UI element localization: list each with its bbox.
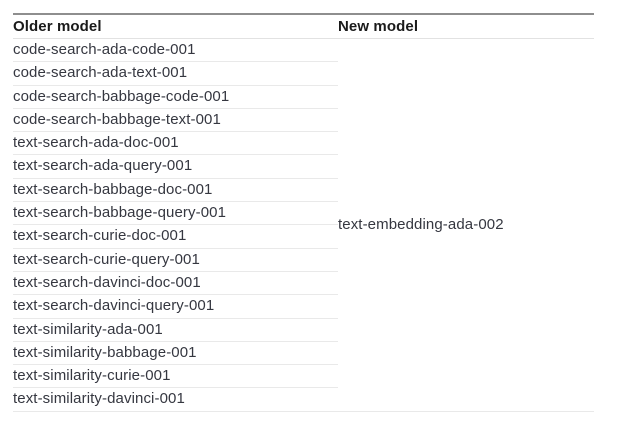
table-row: text-similarity-davinci-001 xyxy=(13,387,594,412)
older-model-cell: code-search-babbage-code-001 xyxy=(13,85,338,109)
column-header-older-model: Older model xyxy=(13,14,338,39)
table-row: code-search-babbage-text-001 xyxy=(13,108,594,133)
table-row: text-similarity-babbage-001 xyxy=(13,341,594,366)
header-row: Older model New model xyxy=(13,14,594,39)
table-row: text-search-ada-query-001 xyxy=(13,154,594,179)
table-row: text-search-davinci-query-001 xyxy=(13,294,594,319)
table-row: code-search-ada-text-001 xyxy=(13,61,594,86)
older-model-cell: text-similarity-babbage-001 xyxy=(13,341,338,366)
older-model-cell: text-similarity-ada-001 xyxy=(13,318,338,342)
table-row: text-search-babbage-query-001 xyxy=(13,201,594,226)
model-upgrade-table-container: Older model New model code-search-ada-co… xyxy=(13,13,594,412)
older-model-cell: code-search-ada-code-001 xyxy=(13,38,338,63)
older-model-cell: text-search-curie-doc-001 xyxy=(13,224,338,249)
older-model-cell: text-similarity-davinci-001 xyxy=(13,387,338,412)
older-model-cell: code-search-babbage-text-001 xyxy=(13,108,338,133)
older-model-cell: text-similarity-curie-001 xyxy=(13,364,338,389)
table-row: text-similarity-ada-001 xyxy=(13,318,594,342)
table-row: text-search-davinci-doc-001 xyxy=(13,271,594,296)
table-row: text-search-ada-doc-001 xyxy=(13,131,594,156)
older-model-cell: text-search-davinci-doc-001 xyxy=(13,271,338,296)
table-row: text-search-babbage-doc-001 xyxy=(13,178,594,203)
table-header: Older model New model xyxy=(13,14,594,39)
table-row: code-search-babbage-code-001 xyxy=(13,85,594,109)
table-row: text-similarity-curie-001 xyxy=(13,364,594,389)
older-model-cell: text-search-babbage-query-001 xyxy=(13,201,338,226)
older-model-cell: text-search-ada-doc-001 xyxy=(13,131,338,156)
new-model-cell: text-embedding-ada-002 xyxy=(338,38,594,412)
model-upgrade-table: Older model New model code-search-ada-co… xyxy=(13,13,594,412)
column-header-new-model: New model xyxy=(338,14,594,39)
older-model-cell: text-search-davinci-query-001 xyxy=(13,294,338,319)
table-row: text-search-curie-doc-001 xyxy=(13,224,594,249)
older-model-cell: text-search-babbage-doc-001 xyxy=(13,178,338,203)
older-model-cell: code-search-ada-text-001 xyxy=(13,61,338,86)
table-row: text-search-curie-query-001 xyxy=(13,248,594,272)
older-model-cell: text-search-curie-query-001 xyxy=(13,248,338,272)
older-model-cell: text-search-ada-query-001 xyxy=(13,154,338,179)
